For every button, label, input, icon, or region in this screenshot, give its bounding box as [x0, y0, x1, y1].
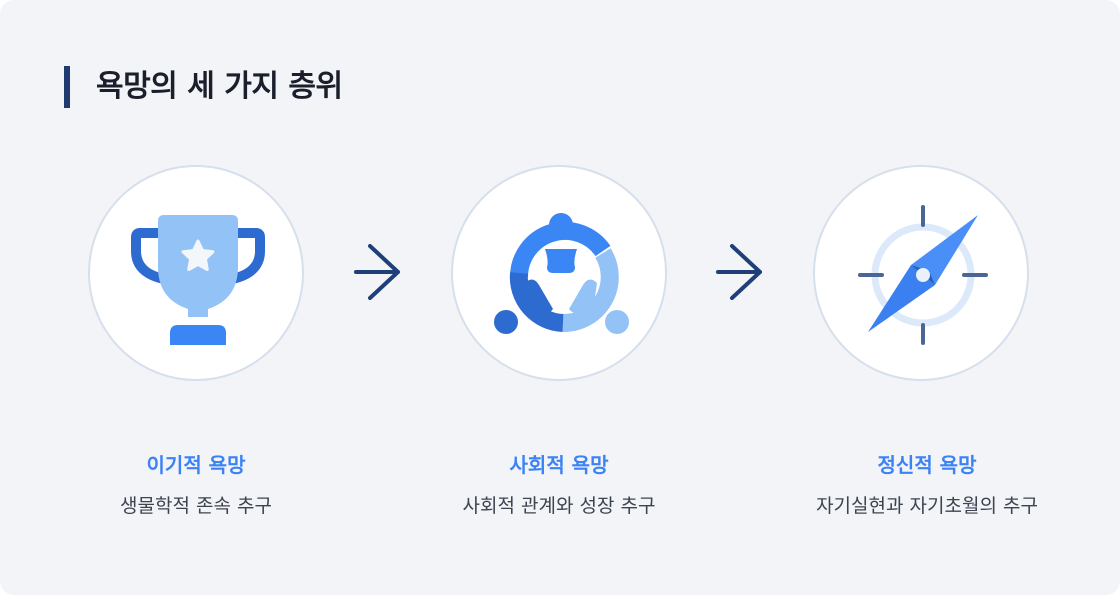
- stage-2-label: 사회적 욕망 사회적 관계와 성장 추구: [399, 450, 719, 521]
- stage-1-label: 이기적 욕망 생물학적 존속 추구: [36, 450, 356, 521]
- page-title: 욕망의 세 가지 층위: [96, 69, 343, 104]
- stage-3-icon-circle: [813, 165, 1029, 381]
- stage-2-name: 사회적 욕망: [509, 453, 609, 477]
- stage-2-description: 사회적 관계와 성장 추구: [462, 495, 656, 517]
- stage-2-icon-circle: [451, 165, 667, 381]
- stage-1-icon-circle: [88, 165, 304, 381]
- stage-3-label: 정신적 욕망 자기실현과 자기초월의 추구: [767, 450, 1087, 521]
- people-circle-icon: [494, 213, 629, 334]
- stage-3-description: 자기실현과 자기초월의 추구: [816, 495, 1038, 517]
- stage-1-description: 생물학적 존속 추구: [120, 495, 272, 517]
- trophy-icon: [131, 215, 265, 345]
- arrow-right-icon: [716, 244, 762, 300]
- compass-icon: [858, 205, 988, 345]
- stage-1-name: 이기적 욕망: [146, 453, 246, 477]
- arrow-right-icon: [354, 244, 400, 300]
- stage-3-name: 정신적 욕망: [877, 453, 977, 477]
- title-accent-bar: [64, 66, 70, 108]
